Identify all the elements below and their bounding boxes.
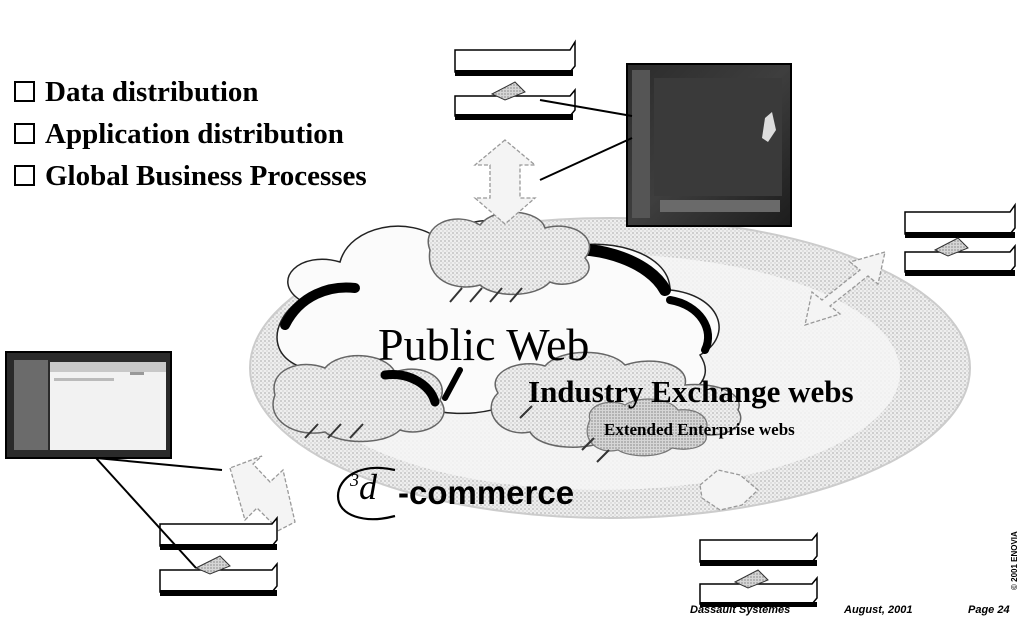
lower-left-cloud: [272, 355, 463, 443]
logo-letter: d: [359, 467, 377, 507]
footer-company: Dassault Systemes: [690, 604, 791, 616]
top-cloud-hatch: [449, 287, 523, 303]
left-arrow: [229, 455, 296, 537]
extended-hatch: [519, 405, 610, 463]
server-stack-top: [454, 39, 576, 120]
commerce-logo-mark: [336, 466, 396, 521]
extended-enterprise-label: Extended Enterprise webs: [604, 420, 795, 439]
bottom-arrow: [699, 469, 759, 511]
logo-superscript: 3: [350, 470, 359, 490]
checkbox-icon: [14, 81, 35, 102]
industry-exchange-label: Industry Exchange webs: [528, 374, 854, 409]
workstation-screen-left: [5, 351, 223, 569]
top-small-cloud: [427, 211, 591, 303]
commerce-logo-text: -commerce: [398, 474, 575, 511]
right-arrow: [804, 251, 886, 326]
bullet-item: Application distribution: [14, 118, 344, 151]
checkbox-icon: [14, 123, 35, 144]
bullet-text: Global Business Processes: [45, 160, 367, 192]
checkbox-icon: [14, 165, 35, 186]
workstation-screen-top: [539, 63, 792, 227]
bullet-item: Data distribution: [14, 76, 259, 109]
copyright-notice: © 2001 ENOVIA: [1010, 531, 1019, 590]
public-web-label: Public Web: [378, 319, 590, 370]
server-stack-bottom-left: [159, 515, 278, 596]
server-stack-bottom: [699, 531, 818, 607]
commerce-logo: 3d: [350, 466, 377, 508]
lower-left-hatch: [304, 423, 364, 439]
extended-enterprise-cloud: [519, 398, 708, 463]
footer-date: August, 2001: [844, 604, 913, 616]
bullet-item: Global Business Processes: [14, 160, 367, 193]
bullet-text: Data distribution: [45, 76, 259, 108]
footer-page: Page 24: [968, 604, 1010, 616]
top-arrow: [473, 139, 537, 225]
server-stack-right: [904, 202, 1016, 276]
bullet-text: Application distribution: [45, 118, 344, 150]
